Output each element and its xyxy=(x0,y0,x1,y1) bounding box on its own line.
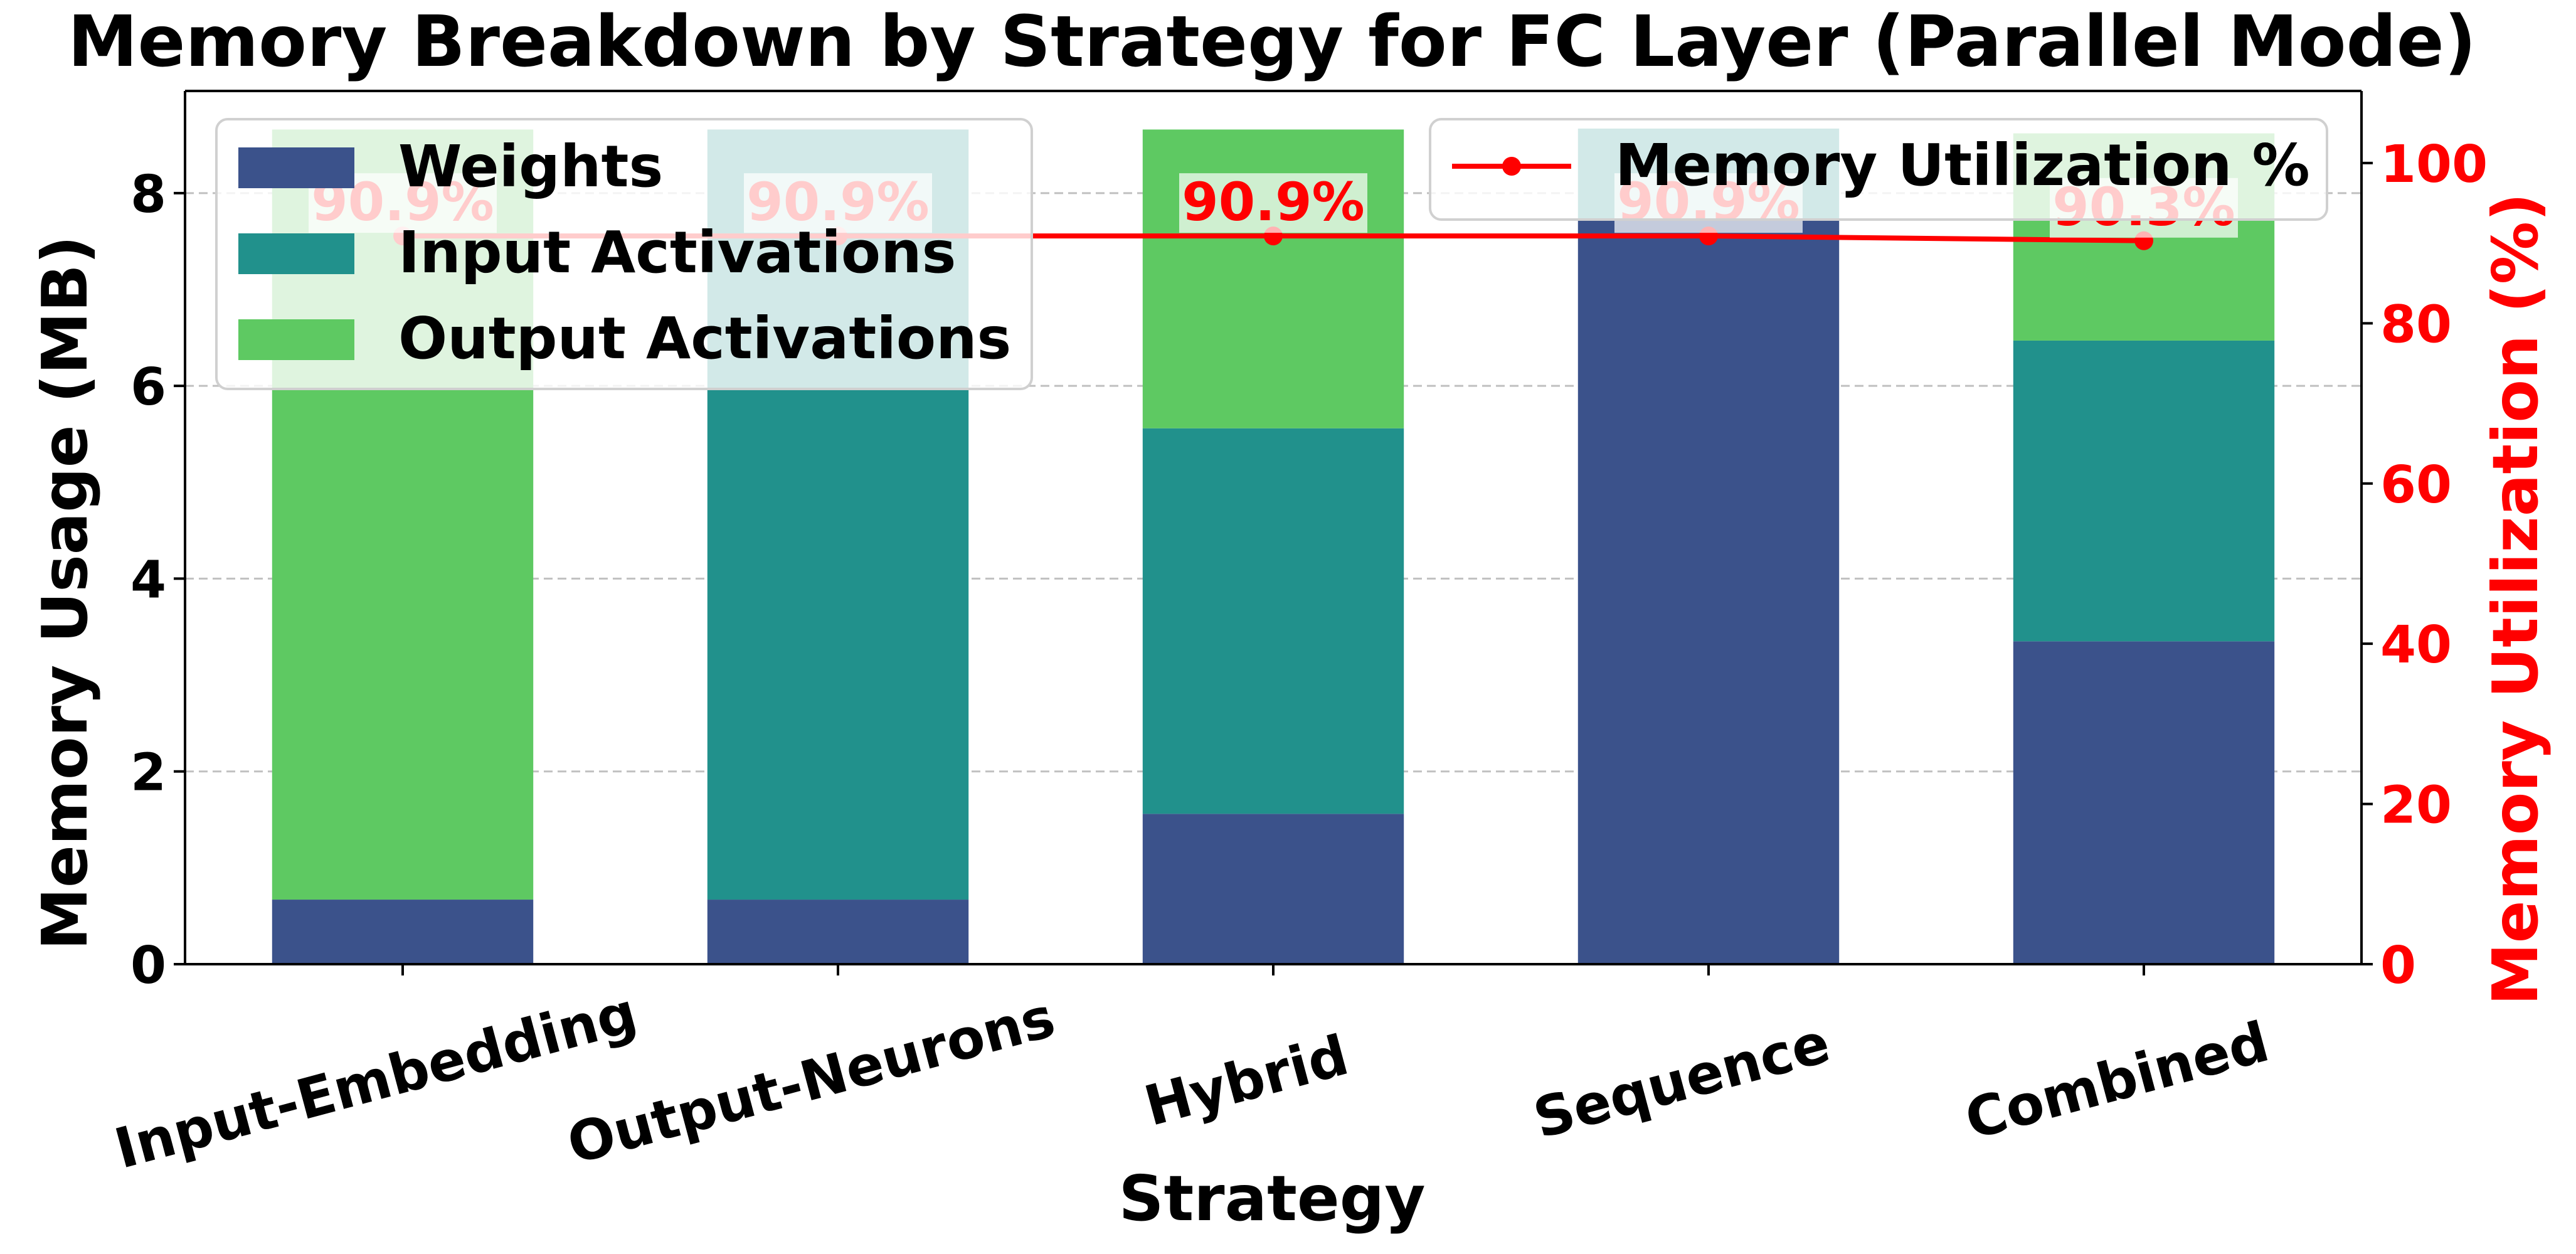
y-axis-label: Memory Usage (MB) xyxy=(28,235,102,950)
bar-segment xyxy=(2013,340,2275,642)
legend-swatch xyxy=(238,147,354,188)
x-tick-label: Output-Neurons xyxy=(561,984,1061,1176)
y2-tick-label: 80 xyxy=(2380,295,2452,354)
bar-segment xyxy=(2013,641,2275,964)
x-axis-label: Strategy xyxy=(1118,1162,1425,1235)
y-tick-label: 6 xyxy=(130,358,166,417)
y-tick-label: 8 xyxy=(130,165,166,225)
bar-segment xyxy=(707,900,969,964)
y2-axis-ticks: 0 20 40 60 80 100 xyxy=(2361,135,2488,996)
x-tick-label: Hybrid xyxy=(1138,1023,1355,1139)
legend-label: Memory Utilization % xyxy=(1615,132,2310,199)
bar-segment xyxy=(1577,219,1840,964)
bar-segment xyxy=(1142,814,1404,964)
y-axis-ticks: 0 2 4 6 8 xyxy=(130,165,185,996)
legend-label: Weights xyxy=(398,133,663,200)
legend-marker xyxy=(1502,157,1521,176)
legend-box xyxy=(1429,118,2328,221)
bar-segment xyxy=(272,900,534,964)
chart-title: Memory Breakdown by Strategy for FC Laye… xyxy=(68,1,2476,83)
data-label-bg xyxy=(1179,173,1367,233)
legend-swatch xyxy=(238,233,354,274)
y2-tick-label: 20 xyxy=(2380,776,2452,836)
y2-tick-label: 60 xyxy=(2380,455,2452,515)
legend-label: Output Activations xyxy=(398,305,1011,372)
bar-segment xyxy=(1142,428,1404,814)
y-tick-label: 4 xyxy=(130,550,166,610)
legend-swatch xyxy=(238,319,354,360)
legend-box xyxy=(215,118,1033,390)
y-tick-label: 2 xyxy=(130,743,166,803)
x-tick-label: Sequence xyxy=(1527,1010,1837,1150)
y-tick-label: 0 xyxy=(130,936,166,996)
legend-line: Memory Utilization % xyxy=(1429,118,2328,221)
x-tick-label: Combined xyxy=(1959,1009,2276,1152)
y2-axis-label: Memory Utilization (%) xyxy=(2479,193,2552,1005)
data-label: 90.9% xyxy=(1182,171,1364,233)
y2-tick-label: 40 xyxy=(2380,615,2452,675)
x-tick-label: Input-Embedding xyxy=(108,980,643,1181)
y2-tick-label: 0 xyxy=(2380,936,2416,996)
legend-label: Input Activations xyxy=(398,219,956,286)
y2-tick-label: 100 xyxy=(2380,135,2488,194)
